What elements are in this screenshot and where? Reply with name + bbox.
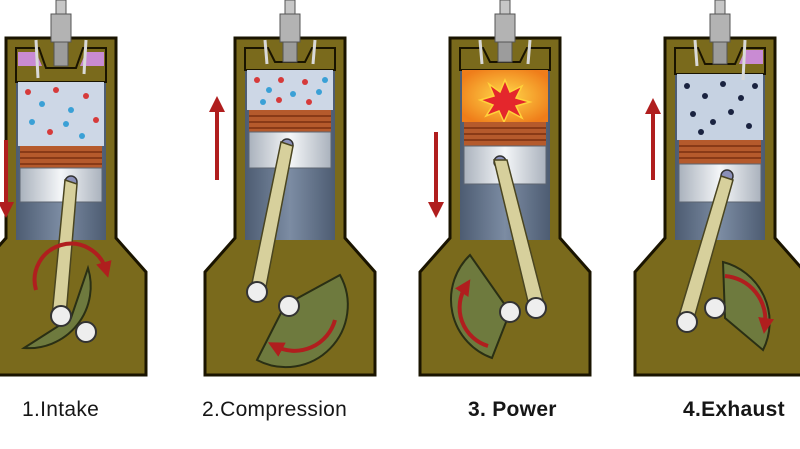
fuel-air-mixture <box>254 77 328 105</box>
curved-arrow-icon <box>267 319 337 357</box>
crankshaft-journal <box>278 295 300 317</box>
intake-valve <box>263 39 269 65</box>
combustion-chamber <box>18 82 104 146</box>
exhaust-valve <box>311 39 317 65</box>
crankshaft-counterweight <box>721 260 771 352</box>
curved-arrow-icon <box>724 274 775 334</box>
engine-power <box>418 0 592 377</box>
fuel-air-mixture <box>25 87 99 139</box>
spark-plug-icon <box>279 0 301 63</box>
curved-arrow-icon <box>454 279 489 348</box>
exhaust-valve <box>741 39 747 81</box>
crank-pin <box>525 297 547 319</box>
intake-valve <box>34 39 40 79</box>
crankshaft-journal <box>704 297 726 319</box>
piston <box>19 146 103 203</box>
engine-intake <box>0 0 148 377</box>
exhaust-valve <box>82 39 88 75</box>
stroke-label-exhaust: 4.Exhaust <box>683 398 785 421</box>
exhaust-gas <box>684 81 758 135</box>
stroke-label-intake: 1.Intake <box>22 398 100 421</box>
spark-plug-icon <box>494 0 516 63</box>
crankshaft-journal <box>499 301 521 323</box>
engine-exhaust <box>633 0 800 377</box>
crank-pin <box>50 305 72 327</box>
crankshaft-counterweight <box>20 264 92 350</box>
exhaust-valve <box>526 39 532 65</box>
crank-pin <box>246 281 268 303</box>
crankshaft-journal <box>75 321 97 343</box>
spark-plug-icon <box>709 0 731 65</box>
crank-pin <box>676 311 698 333</box>
spark-plug-icon <box>50 0 72 67</box>
intake-valve <box>478 39 484 65</box>
engine-compression <box>203 0 377 377</box>
stroke-label-compression: 2.Compression <box>202 398 348 421</box>
intake-valve <box>693 39 699 67</box>
combustion-chamber <box>677 74 763 140</box>
stroke-label-power: 3. Power <box>468 398 557 421</box>
curved-arrow-icon <box>32 241 112 291</box>
